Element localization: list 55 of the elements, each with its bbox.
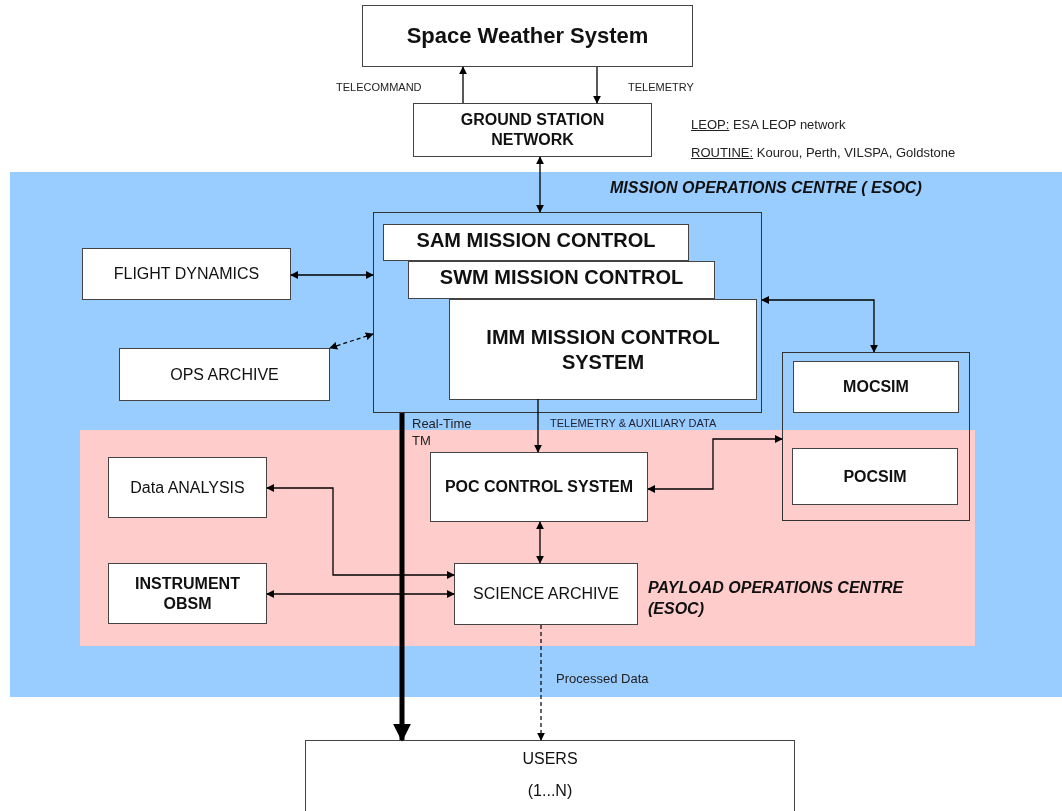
process-box — [383, 224, 689, 261]
box-label: USERS — [521, 749, 579, 769]
arrow — [266, 484, 455, 579]
box-label: POC CONTROL SYSTEM — [443, 477, 635, 497]
process-box — [793, 361, 959, 413]
process-box — [408, 261, 715, 299]
box-label: SAM MISSION CONTROL — [415, 228, 657, 253]
edge-label: TELECOMMAND — [336, 80, 422, 95]
arrow — [536, 521, 544, 564]
note-text: LEOP: ESA LEOP network — [691, 117, 846, 132]
box-label: OPS ARCHIVE — [169, 364, 280, 385]
edge-label: Real-Time TM — [412, 416, 473, 450]
box-label: IMM MISSION CONTROL SYSTEM — [485, 324, 721, 375]
process-box — [430, 452, 648, 522]
box-label: MOCSIM — [842, 377, 910, 397]
box-label: Space Weather System — [405, 22, 650, 50]
region-band — [10, 172, 1062, 697]
arrow — [290, 271, 374, 279]
process-box — [119, 348, 330, 401]
arrow — [534, 398, 542, 453]
process-box — [454, 563, 638, 625]
process-box — [362, 5, 693, 67]
process-box — [108, 563, 267, 624]
region-band — [80, 430, 975, 646]
note-text: ROUTINE: Kourou, Perth, VILSPA, Goldstone — [691, 145, 956, 160]
process-box — [449, 299, 757, 400]
arrow — [647, 435, 783, 493]
group-frame — [373, 212, 762, 413]
arrow — [393, 413, 411, 742]
process-box — [82, 248, 291, 300]
group-frame — [782, 352, 970, 521]
box-label: Data ANALYSIS — [129, 477, 246, 498]
box-label: SCIENCE ARCHIVE — [472, 584, 620, 604]
process-box — [305, 740, 795, 811]
edge-label: TELEMETRY — [628, 80, 694, 95]
arrow — [537, 624, 545, 741]
region-title: PAYLOAD OPERATIONS CENTRE (ESOC) — [648, 578, 905, 619]
arrow — [329, 332, 374, 350]
box-label: FLIGHT DYNAMICS — [112, 264, 261, 284]
process-box — [792, 448, 958, 505]
arrow — [536, 156, 544, 213]
edge-label: TELEMETRY & AUXILIARY DATA — [550, 416, 717, 431]
arrow — [459, 66, 467, 104]
region-title: MISSION OPERATIONS CENTRE ( ESOC) — [610, 178, 923, 198]
edge-label: Processed Data — [556, 671, 649, 688]
arrow — [593, 66, 601, 104]
box-label: INSTRUMENT OBSM — [134, 573, 241, 614]
box-label: GROUND STATION NETWORK — [459, 110, 606, 150]
arrow — [266, 590, 455, 598]
arrow — [761, 296, 878, 353]
process-box — [108, 457, 267, 518]
box-label: POCSIM — [842, 466, 908, 487]
box-label: SWM MISSION CONTROL — [438, 265, 685, 290]
box-label: (1...N) — [526, 781, 574, 801]
process-box — [413, 103, 652, 157]
